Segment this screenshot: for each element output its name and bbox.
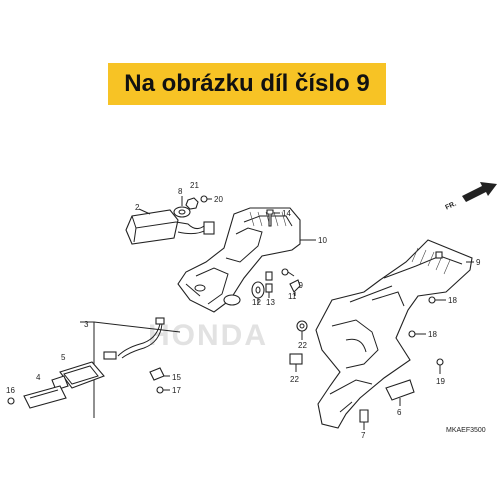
screw-18-upper[interactable] [428,296,436,304]
front-direction-label: FR. [444,200,457,211]
collar-13[interactable] [265,271,273,293]
bracket-outline-3 [80,321,181,418]
label-14: 14 [282,209,291,218]
label-22-upper: 22 [298,341,307,350]
cushion-7[interactable] [359,409,369,423]
label-15: 15 [172,373,181,382]
clip-11[interactable] [289,279,301,296]
rear-fender-bracket[interactable] [177,207,301,313]
collar-22-lower[interactable] [289,353,303,365]
title-banner: Na obrázku díl číslo 9 [108,63,386,105]
label-20: 20 [214,195,223,204]
label-4: 4 [36,373,41,382]
license-lens-4[interactable] [23,385,67,409]
label-18-upper: 18 [448,296,457,305]
front-direction-arrow: FR. [444,182,497,212]
label-3: 3 [84,320,89,329]
label-18-lower: 18 [428,330,437,339]
label-12: 12 [252,298,261,307]
clip-15[interactable] [149,367,165,381]
tail-light-assembly[interactable] [125,209,215,245]
grommet-8[interactable] [173,206,191,218]
screw-19-upper[interactable] [281,268,289,276]
watermark-text: HONDA [148,319,268,352]
bolt-14[interactable] [266,209,274,227]
label-22-lower: 22 [290,375,299,384]
grommet-12[interactable] [251,281,265,299]
label-8: 8 [178,187,183,196]
label-17: 17 [172,386,181,395]
label-16: 16 [6,386,15,395]
screw-18-lower[interactable] [408,330,416,338]
wire-harness[interactable] [103,317,165,360]
label-6: 6 [397,408,402,417]
collar-22-upper[interactable] [296,320,308,332]
label-11: 11 [288,292,297,301]
diagram-code: MKAEF3500 [446,427,486,434]
label-21: 21 [190,181,199,190]
reflector-6[interactable] [385,379,415,401]
screw-19-lower[interactable] [436,358,444,366]
label-7: 7 [361,431,366,440]
label-2: 2 [135,203,140,212]
label-10: 10 [318,236,327,245]
license-light-housing-5[interactable] [59,361,105,389]
rear-fender-9[interactable] [315,239,473,429]
screw-17[interactable] [156,386,164,394]
label-5: 5 [61,353,66,362]
bolt-20[interactable] [200,195,208,203]
label-9: 9 [476,258,481,267]
screw-16[interactable] [7,397,15,405]
label-13: 13 [266,298,275,307]
label-19-lower: 19 [436,377,445,386]
nut-21[interactable] [185,197,199,210]
gasket-1[interactable] [51,375,69,391]
title-text: Na obrázku díl číslo 9 [124,70,370,97]
